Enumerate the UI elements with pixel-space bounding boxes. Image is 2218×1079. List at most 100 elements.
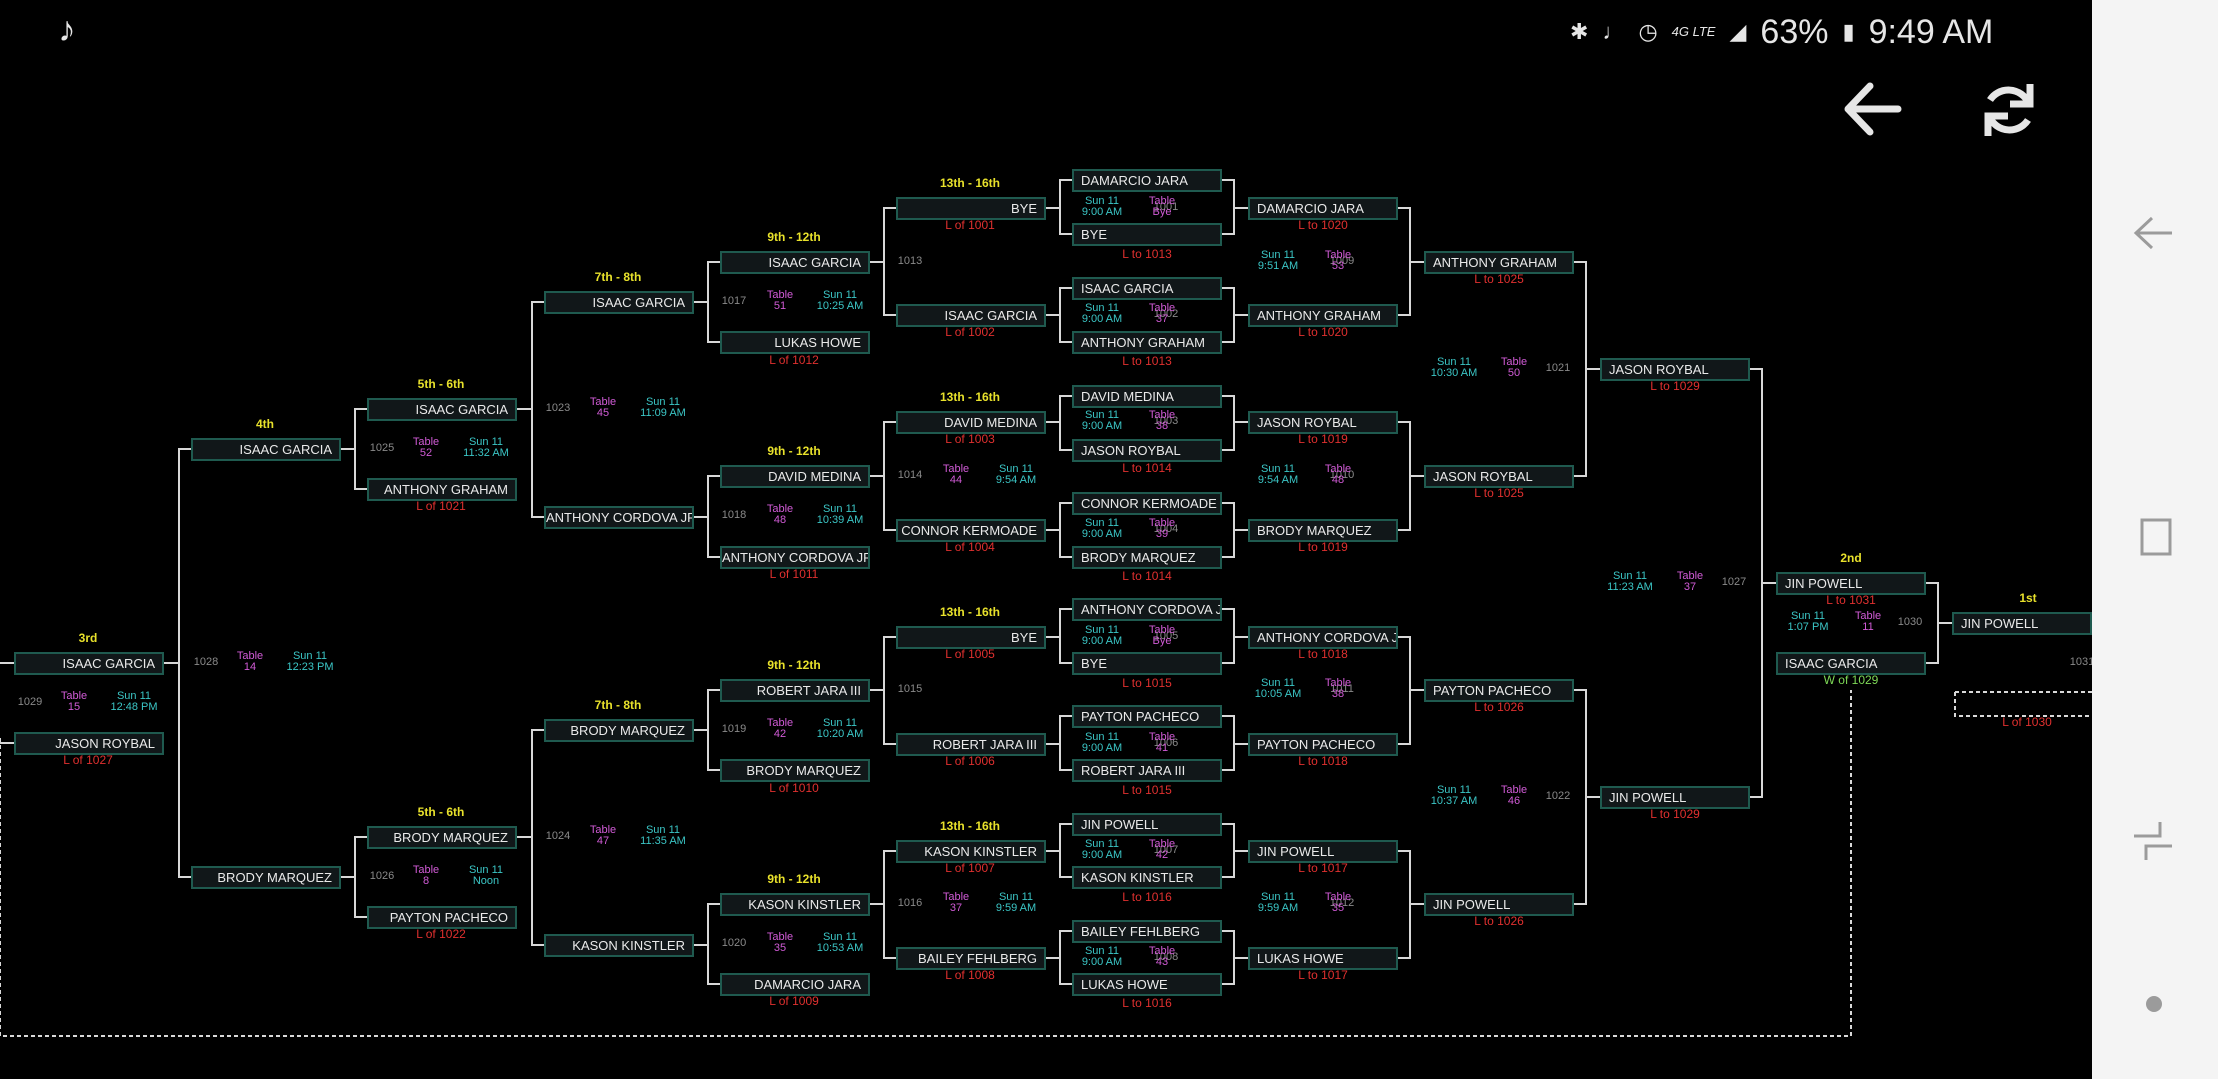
bout-table-number: 37 [949,902,963,914]
bracket-slot-f2[interactable]: ANTHONY GRAHAM [367,478,517,501]
nav-back-icon[interactable] [2130,210,2176,256]
bracket-slot-s6[interactable]: JASON ROYBAL [1072,439,1222,462]
status-icons: ✱ ♩ ◷ 4G LTE ◢ 63% ▮ 9:49 AM [1570,14,1993,50]
bracket-slot-h1[interactable]: ISAAC GARCIA [14,652,164,675]
bracket-slot-s1[interactable]: DAMARCIO JARA [1072,169,1222,192]
place-label: 5th - 6th [417,805,465,819]
bracket-slot-s11[interactable]: PAYTON PACHECO [1072,705,1222,728]
bout-day: Sun 11 [1790,610,1826,622]
bracket-slot-a1[interactable]: ISAAC GARCIA [544,291,694,314]
bracket-slot-c8[interactable]: BAILEY FEHLBERG [896,947,1046,970]
bracket-slot-s8[interactable]: BRODY MARQUEZ [1072,546,1222,569]
bout-time: 9:00 AM [1081,528,1123,540]
bracket-slot-s7[interactable]: CONNOR KERMOADE [1072,492,1222,515]
bracket-slot-b5[interactable]: ROBERT JARA III [720,679,870,702]
bracket-slot-w7[interactable]: JIN POWELL [1248,840,1398,863]
bout-day: Sun 11 [1260,677,1296,689]
bracket-slot-b7[interactable]: KASON KINSTLER [720,893,870,916]
bout-note: L of 1021 [416,499,466,513]
bracket-slot-s12[interactable]: ROBERT JARA III [1072,759,1222,782]
place-label: 2nd [1840,551,1862,565]
bout-table-label: Table [1500,784,1528,796]
bracket-slot-c7[interactable]: KASON KINSTLER [896,840,1046,863]
nav-overview-icon[interactable] [2130,818,2176,864]
bout-table-number: 51 [773,300,787,312]
bracket-slot-b2[interactable]: LUKAS HOWE [720,331,870,354]
bracket-slot-c6[interactable]: ROBERT JARA III [896,733,1046,756]
bracket-slot-c4[interactable]: CONNOR KERMOADE [896,519,1046,542]
bracket-slot-c3[interactable]: DAVID MEDINA [896,411,1046,434]
bout-table-number: 42 [773,728,787,740]
bout-table-number: 39 [1155,528,1169,540]
place-label: 7th - 8th [594,698,642,712]
bracket-slot-b8[interactable]: DAMARCIO JARA [720,973,870,996]
bracket-slot-b3[interactable]: DAVID MEDINA [720,465,870,488]
bracket-slot-c1[interactable]: BYE [896,197,1046,220]
bracket-slot-b1[interactable]: ISAAC GARCIA [720,251,870,274]
bout-note: L to 1013 [1122,354,1172,368]
bracket-slot-z1[interactable]: JIN POWELL [1776,572,1926,595]
bracket-slot-s15[interactable]: BAILEY FEHLBERG [1072,920,1222,943]
bout-note: L of 1003 [945,432,995,446]
bout-table-number: 38 [1331,688,1345,700]
bout-table-number: Bye [1152,635,1172,647]
bracket-slot-h2[interactable]: JASON ROYBAL [14,732,164,755]
refresh-icon[interactable] [1978,78,2040,140]
bracket-slot-s16[interactable]: LUKAS HOWE [1072,973,1222,996]
bracket-slot-b4[interactable]: ANTHONY CORDOVA JR [720,546,870,569]
bracket-slot-x3[interactable]: PAYTON PACHECO [1424,679,1574,702]
bracket-slot-g2[interactable]: BRODY MARQUEZ [191,866,341,889]
bout-note: L of 1022 [416,927,466,941]
bracket-slot-b6[interactable]: BRODY MARQUEZ [720,759,870,782]
bracket-slot-s13[interactable]: JIN POWELL [1072,813,1222,836]
bracket-slot-z2[interactable]: ISAAC GARCIA [1776,652,1926,675]
bracket-slot-s4[interactable]: ANTHONY GRAHAM [1072,331,1222,354]
bout-note: L of 1011 [769,567,819,581]
nav-home-dot-icon[interactable] [2144,994,2164,1014]
bracket-slot-y1[interactable]: JASON ROYBAL [1600,358,1750,381]
music-note-icon: ♪ [58,10,76,49]
bout-table-label: Table [1148,195,1176,207]
bracket-slot-x4[interactable]: JIN POWELL [1424,893,1574,916]
bout-time: 10:53 AM [816,942,864,954]
bracket-slot-a3[interactable]: BRODY MARQUEZ [544,719,694,742]
bracket-slot-w8[interactable]: LUKAS HOWE [1248,947,1398,970]
bracket-slot-s14[interactable]: KASON KINSTLER [1072,866,1222,889]
bracket-slot-s5[interactable]: DAVID MEDINA [1072,385,1222,408]
bout-table-number: 8 [422,875,430,887]
bracket-slot-champ[interactable]: JIN POWELL [1952,612,2092,635]
bracket-slot-f4[interactable]: PAYTON PACHECO [367,906,517,929]
bout-note: L to 1019 [1298,432,1348,446]
bracket-slot-w6[interactable]: PAYTON PACHECO [1248,733,1398,756]
nav-recent-apps-icon[interactable] [2130,514,2176,560]
bracket-slot-f1[interactable]: ISAAC GARCIA [367,398,517,421]
bracket-slot-w1[interactable]: DAMARCIO JARA [1248,197,1398,220]
back-arrow-icon[interactable] [1840,78,1902,140]
bracket-slot-s9[interactable]: ANTHONY CORDOVA JR [1072,598,1222,621]
bout-note: L to 1019 [1298,540,1348,554]
bracket-slot-a4[interactable]: KASON KINSTLER [544,934,694,957]
bracket-slot-w2[interactable]: ANTHONY GRAHAM [1248,304,1398,327]
bracket-slot-c2[interactable]: ISAAC GARCIA [896,304,1046,327]
bout-table-label: Table [1148,624,1176,636]
bracket-connector [517,836,533,838]
bracket-slot-c5[interactable]: BYE [896,626,1046,649]
bracket-slot-g1[interactable]: ISAAC GARCIA [191,438,341,461]
bout-time: 9:00 AM [1081,206,1123,218]
bracket-slot-s2[interactable]: BYE [1072,223,1222,246]
bout-table-label: Table [766,931,794,943]
bracket-slot-x1[interactable]: ANTHONY GRAHAM [1424,251,1574,274]
bracket-slot-x2[interactable]: JASON ROYBAL [1424,465,1574,488]
bracket-slot-f3[interactable]: BRODY MARQUEZ [367,826,517,849]
bracket-slot-w5[interactable]: ANTHONY CORDOVA JR [1248,626,1398,649]
bracket-slot-w3[interactable]: JASON ROYBAL [1248,411,1398,434]
bracket-connector [1046,207,1061,209]
bracket-slot-s10[interactable]: BYE [1072,652,1222,675]
bracket-connector [1046,636,1061,638]
bracket-slot-y2[interactable]: JIN POWELL [1600,786,1750,809]
bout-number: 1021 [1545,362,1571,374]
bracket-slot-w4[interactable]: BRODY MARQUEZ [1248,519,1398,542]
bracket-slot-a2[interactable]: ANTHONY CORDOVA JR [544,506,694,529]
bracket-slot-s3[interactable]: ISAAC GARCIA [1072,277,1222,300]
signal-icon: ◢ [1729,19,1747,44]
